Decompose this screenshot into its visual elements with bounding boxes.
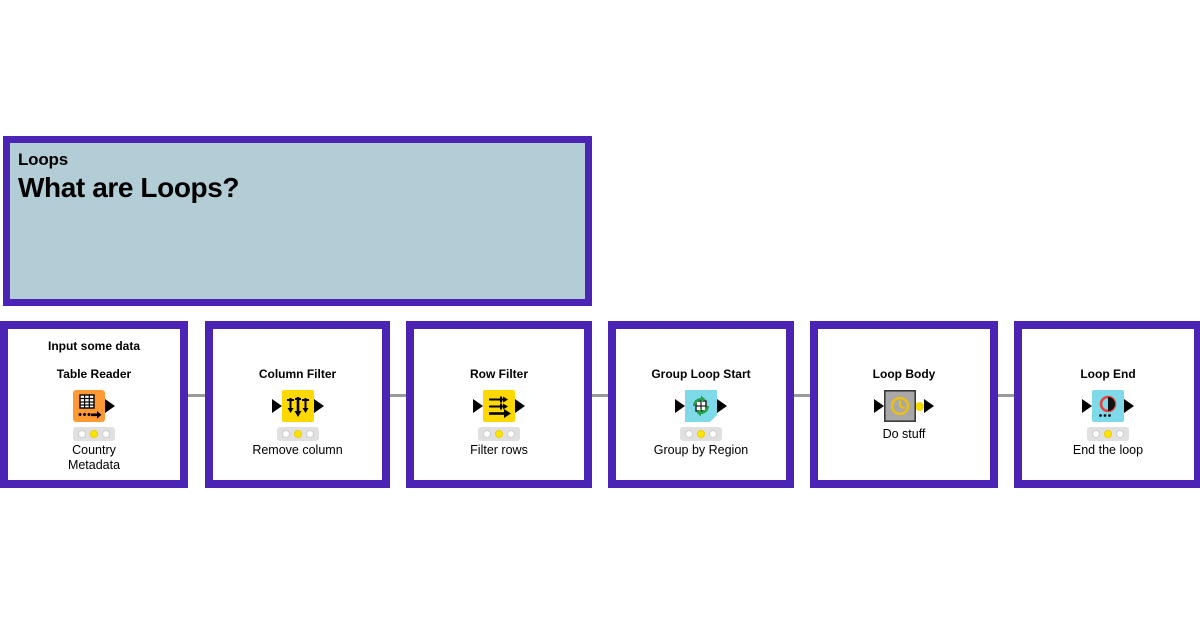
node-input-port[interactable] — [675, 399, 685, 413]
node-frame-loop-body[interactable]: Loop Body Do stuff — [810, 321, 998, 488]
node-subtitle: End the loop — [1022, 443, 1194, 458]
node-frame-table-reader[interactable]: Input some data Table Reader — [0, 321, 188, 488]
node-status-light — [1022, 427, 1194, 441]
node-subtitle-line-1: End the loop — [1072, 443, 1144, 457]
node-status-light — [616, 427, 786, 441]
node-graphic[interactable] — [616, 389, 786, 423]
node-subtitle-line-1: Filter rows — [470, 443, 528, 457]
node-output-port[interactable] — [105, 399, 115, 413]
annotation-box[interactable]: Loops What are Loops? — [3, 136, 592, 306]
group-loop-start-icon[interactable] — [685, 390, 717, 422]
node-title: Loop End — [1080, 367, 1136, 381]
status-dot-yellow — [495, 430, 503, 438]
node-subtitle-line-1: Country — [72, 443, 116, 457]
node-frame-inner: Input some data Table Reader — [8, 329, 180, 480]
loop-body-icon[interactable] — [884, 390, 916, 422]
annotation-kicker: Loops — [18, 150, 68, 169]
node-title: Row Filter — [469, 367, 528, 381]
node-frame-column-filter[interactable]: Column Filter — [205, 321, 390, 488]
status-dot-green — [305, 430, 314, 438]
node-frame-inner: Row Filter — [414, 329, 584, 480]
node-output-port[interactable] — [924, 399, 934, 413]
node-subtitle-line-1: Do stuff — [882, 427, 926, 441]
frame-annotation-label: Input some data — [47, 339, 140, 353]
node-output-port[interactable] — [717, 399, 727, 413]
node-subtitle: Filter rows — [414, 443, 584, 458]
node-status-light — [414, 427, 584, 441]
node-graphic[interactable] — [1022, 389, 1194, 423]
status-dot-red — [281, 430, 290, 438]
status-dot-red — [1092, 430, 1100, 438]
node-subtitle: Remove column — [213, 443, 382, 458]
loop-end-icon[interactable] — [1092, 390, 1124, 422]
node-graphic[interactable] — [818, 389, 990, 423]
node-graphic[interactable] — [8, 389, 180, 423]
node-input-port[interactable] — [874, 399, 884, 413]
status-light-body — [1087, 427, 1129, 441]
status-dot-green — [1116, 430, 1124, 438]
row-filter-icon[interactable] — [483, 390, 515, 422]
node-status-light — [213, 427, 382, 441]
node-output-port[interactable] — [515, 399, 525, 413]
node-frame-inner: Loop End End the — [1022, 329, 1194, 480]
status-dot-green — [709, 430, 717, 438]
status-light-body — [680, 427, 722, 441]
node-frame-inner: Column Filter — [213, 329, 382, 480]
node-input-port[interactable] — [1082, 399, 1092, 413]
node-frame-group-loop-start[interactable]: Group Loop Start — [608, 321, 794, 488]
node-title: Group Loop Start — [651, 367, 751, 381]
node-subtitle: Do stuff — [818, 427, 990, 442]
status-dot-yellow — [90, 430, 98, 438]
node-subtitle: Group by Region — [616, 443, 786, 458]
node-input-port[interactable] — [271, 399, 282, 413]
node-graphic[interactable] — [213, 389, 382, 423]
table-reader-icon[interactable] — [73, 390, 105, 422]
node-subtitle: Country Metadata — [8, 443, 180, 473]
node-subtitle-line-1: Remove column — [252, 443, 343, 457]
status-dot-green — [102, 430, 110, 438]
status-dot-yellow — [293, 430, 302, 438]
node-title: Table Reader — [56, 367, 132, 381]
status-light-body — [276, 427, 319, 441]
node-subtitle-line-1: Group by Region — [653, 443, 749, 457]
annotation-title: What are Loops? — [18, 172, 240, 204]
status-light-body — [73, 427, 115, 441]
column-filter-icon[interactable] — [281, 390, 314, 422]
status-dot-green — [507, 430, 515, 438]
node-frame-inner: Group Loop Start — [616, 329, 786, 480]
status-dot-yellow — [1104, 430, 1112, 438]
node-output-port[interactable] — [1124, 399, 1134, 413]
node-title: Column Filter — [258, 367, 337, 381]
status-dot-red — [78, 430, 86, 438]
node-subtitle-line-2: Metadata — [67, 457, 121, 472]
status-dot-red — [483, 430, 491, 438]
node-input-port[interactable] — [473, 399, 483, 413]
status-light-body — [478, 427, 520, 441]
node-graphic[interactable] — [414, 389, 584, 423]
node-frame-loop-end[interactable]: Loop End End the — [1014, 321, 1200, 488]
node-frame-inner: Loop Body Do stuff — [818, 329, 990, 480]
node-output-port[interactable] — [313, 399, 324, 413]
node-title: Loop Body — [872, 367, 936, 381]
status-dot-yellow — [697, 430, 705, 438]
status-dot-red — [685, 430, 693, 438]
workflow-connector-line — [100, 394, 1110, 397]
node-frame-row-filter[interactable]: Row Filter — [406, 321, 592, 488]
node-variable-output-port[interactable] — [915, 401, 924, 411]
node-status-light — [8, 427, 180, 441]
annotation-box-inner: Loops What are Loops? — [10, 143, 585, 299]
